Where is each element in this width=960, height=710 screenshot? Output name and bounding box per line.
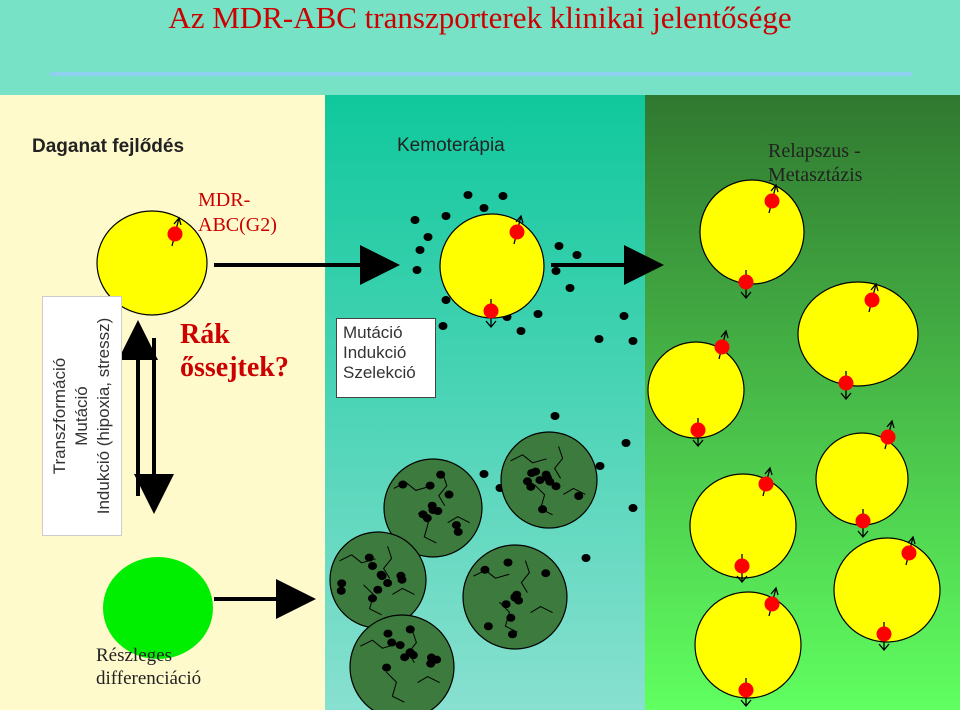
dead-cell: [383, 458, 483, 558]
box-line1: Mutáció: [343, 323, 403, 342]
drug-dot: [415, 246, 425, 254]
vertical-line3: Indukció (hipoxia, stressz): [94, 317, 113, 515]
drug-dot: [628, 337, 638, 345]
transporter-icon: [855, 509, 871, 539]
dead-cell: [329, 531, 427, 629]
transporter-icon: [509, 214, 525, 245]
dead-cell: [462, 544, 568, 650]
drug-dot: [412, 266, 422, 274]
mutation-box: Mutáció Indukció Szelekció: [336, 318, 436, 398]
drug-dot: [554, 242, 564, 250]
drug-dot: [423, 233, 433, 241]
drug-dot: [572, 251, 582, 259]
drug-dot: [595, 462, 605, 470]
yellow-cell: [694, 586, 802, 708]
mdr-abc-label: MDR- ABC(G2): [198, 188, 277, 238]
mdr-label-line1: MDR-: [198, 189, 251, 211]
tumor-development-heading: Daganat fejlődés: [32, 136, 185, 157]
dead-cells: [329, 431, 598, 710]
yellow-cell: [96, 210, 208, 316]
vertical-line2: Mutáció: [72, 386, 91, 446]
yellow-cell: [439, 213, 545, 329]
diff-line2: differenciáció: [96, 668, 202, 689]
drug-dot: [619, 312, 629, 320]
yellow-cell: [699, 179, 805, 300]
drug-dot: [438, 322, 448, 330]
relapse-line2: Metasztázis: [768, 164, 863, 186]
drug-dot: [621, 439, 631, 447]
relapse-heading: Relapszus - Metasztázis: [768, 139, 862, 187]
transporter-icon: [734, 554, 750, 584]
dead-cell: [500, 431, 598, 529]
drug-dot: [565, 284, 575, 292]
mdr-label-line2: ABC(G2): [198, 214, 277, 236]
drug-dot: [516, 327, 526, 335]
drug-dot: [594, 335, 604, 343]
stem-cells-label: Rák őssejtek?: [180, 318, 289, 384]
title-underline: [50, 72, 912, 76]
diff-line1: Részleges: [96, 645, 172, 666]
transporter-icon: [738, 678, 754, 708]
drug-dot: [551, 267, 561, 275]
differentiation-label: Részleges differenciáció: [96, 644, 201, 690]
header: Az MDR-ABC transzporterek klinikai jelen…: [0, 0, 960, 95]
drug-dot: [479, 470, 489, 478]
transporter-icon: [714, 329, 730, 360]
page-title: Az MDR-ABC transzporterek klinikai jelen…: [168, 0, 792, 35]
box-line3: Szelekció: [343, 363, 416, 382]
green-cell: [103, 557, 213, 659]
drug-dot: [533, 310, 543, 318]
chemotherapy-heading: Kemoterápia: [397, 135, 505, 156]
box-line2: Indukció: [343, 343, 407, 362]
yellow-cell: [797, 281, 919, 401]
transporter-icon: [738, 270, 754, 300]
vertical-line1: Transzformáció: [50, 357, 69, 475]
drug-dot: [479, 204, 489, 212]
stem-line1: Rák: [180, 319, 230, 350]
transporter-icon: [764, 586, 780, 617]
yellow-cell: [815, 419, 909, 539]
yellow-cell: [647, 329, 745, 448]
yellow-cells: [96, 179, 941, 708]
transporter-icon: [864, 282, 880, 313]
drug-dot: [498, 192, 508, 200]
relapse-line1: Relapszus -: [768, 140, 861, 162]
transporter-icon: [764, 183, 780, 214]
transporter-icon: [167, 216, 183, 247]
drug-dot: [441, 212, 451, 220]
transporter-icon: [690, 418, 706, 448]
stem-line2: őssejtek?: [180, 352, 289, 383]
drug-dot: [628, 504, 638, 512]
drug-dot: [410, 216, 420, 224]
arrows: [118, 245, 664, 619]
dead-cell: [349, 614, 455, 710]
transporter-icon: [901, 535, 917, 566]
transporter-icon: [758, 466, 774, 497]
drug-dot: [441, 296, 451, 304]
transformation-label-box: Transzformáció Mutáció Indukció (hipoxia…: [42, 296, 122, 536]
transporter-icon: [838, 371, 854, 401]
drug-dots: [403, 191, 638, 562]
yellow-cell: [689, 466, 797, 584]
transporter-icon: [876, 622, 892, 652]
yellow-cell: [833, 535, 941, 652]
transporter-icon: [483, 299, 499, 329]
transporter-icon: [880, 419, 896, 450]
drug-dot: [550, 412, 560, 420]
drug-dot: [581, 554, 591, 562]
drug-dot: [463, 191, 473, 199]
transformation-label: Transzformáció Mutáció Indukció (hipoxia…: [49, 318, 115, 515]
